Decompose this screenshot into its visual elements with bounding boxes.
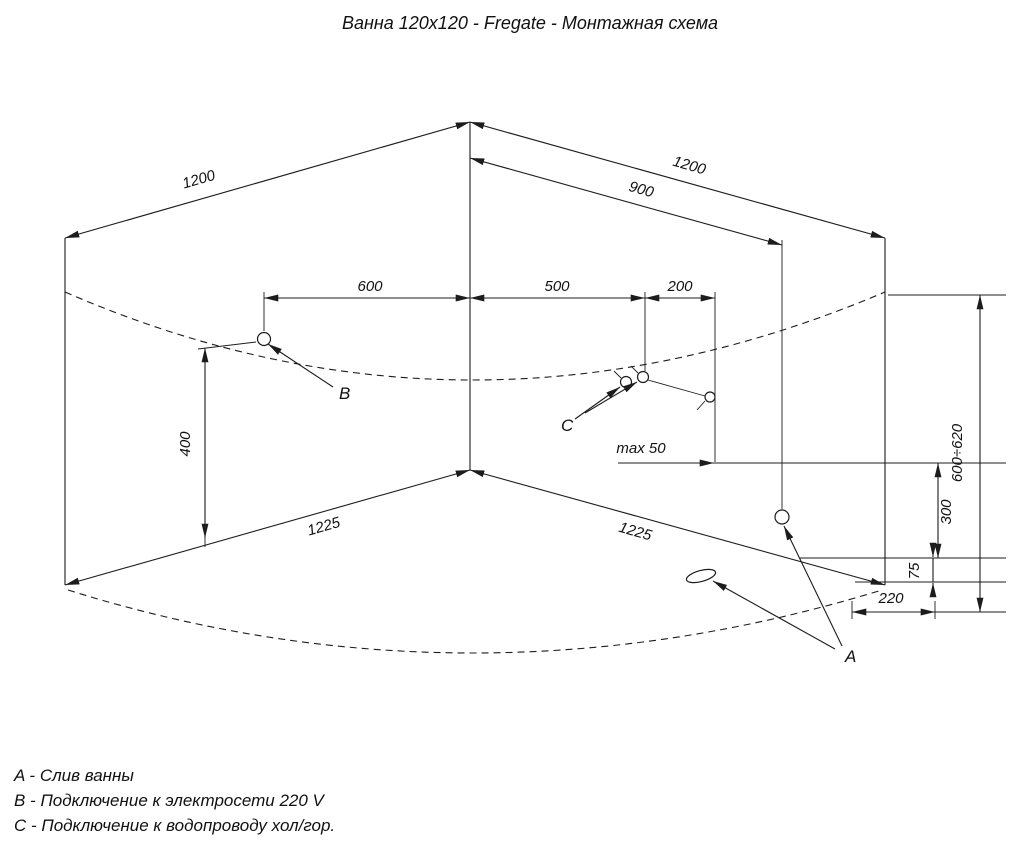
water-stub-1 [613,370,622,379]
dim-label-max50: max 50 [616,440,666,457]
water-connection-point-c2 [636,370,650,384]
dim-label-1225-right: 1225 [617,519,654,545]
leader-c2 [584,381,638,414]
legend-item-c: C - Подключение к водопроводу хол/гор. [14,816,335,835]
connection-points [256,331,790,584]
bath-rim-arc [64,291,886,381]
dim-label-200: 200 [666,278,693,295]
leader-a-wall [783,525,843,647]
callout-letter-c: C [561,416,574,435]
pipe-stub [696,400,706,411]
leader-c1 [574,386,621,420]
legend-item-b: B - Подключение к электросети 220 V [14,791,326,810]
callout-letter-a: A [844,647,856,666]
callout-letter-b: B [339,384,350,403]
dim-line-900 [469,157,783,246]
dim-label-1200-right: 1200 [671,153,708,179]
dim-label-1225-left: 1225 [305,514,342,540]
legend: A - Слив ванны B - Подключение к электро… [13,766,335,835]
left-wall-floor-edge-dim-line [64,469,471,586]
dim-label-500: 500 [544,278,570,295]
bath-outline [64,291,886,654]
pipe-line [647,379,706,397]
dim-label-900: 900 [627,178,656,201]
right-wall-floor-edge-dim-line [469,469,886,586]
bath-base-arc [67,589,883,654]
dimensions [197,157,1006,619]
dim-label-600: 600 [357,278,383,295]
wall-drain-point-a [774,509,790,525]
right-wall-top-edge-dim-line [469,121,886,239]
callout-leaders: B C A [267,343,856,666]
extension-line-400-top [197,341,257,350]
leader-a-drain [712,580,836,650]
drawing-title: Ванна 120x120 - Fregate - Монтажная схем… [342,13,718,33]
dim-label-rim-height: 600÷620 [949,423,966,482]
dim-label-220: 220 [877,590,904,607]
dimension-labels: 1200 1200 900 600 500 200 400 max 50 122… [177,153,966,607]
legend-item-a: A - Слив ванны [13,766,134,785]
left-wall-top-edge-dim-line [64,121,471,239]
dim-label-400: 400 [177,431,194,457]
dim-label-75: 75 [906,562,923,579]
dim-label-300: 300 [938,499,955,525]
dim-label-1200-left: 1200 [180,167,217,193]
leader-b [267,343,334,388]
electric-connection-point-b [256,331,272,347]
water-stub-2 [630,365,639,374]
pipe-end-point [704,391,716,403]
floor-drain-ellipse-a [685,568,717,584]
